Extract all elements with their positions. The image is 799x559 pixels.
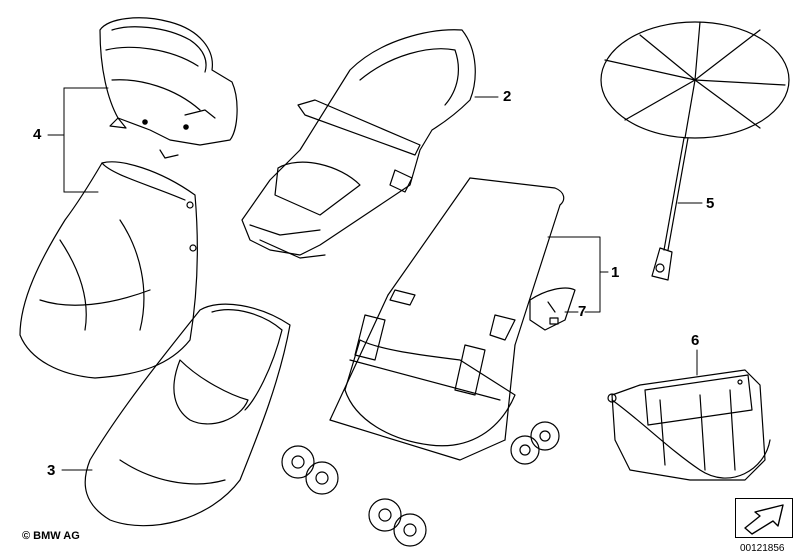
copyright-text: © BMW AG	[22, 530, 80, 542]
callout-5: 5	[706, 195, 715, 212]
parasol-part	[600, 21, 790, 281]
callout-1: 1	[611, 264, 620, 281]
stroller-wheels	[281, 421, 560, 547]
leader-lines	[47, 87, 703, 471]
navigation-button[interactable]	[735, 498, 793, 538]
callout-6: 6	[691, 332, 700, 349]
canopy-hood-part	[99, 17, 238, 159]
footmuff-cover-part	[19, 161, 199, 379]
stroller-frame-part	[329, 177, 565, 461]
diagram-id: 00121856	[740, 543, 785, 554]
seat-unit-part	[241, 29, 476, 259]
callout-2: 2	[503, 88, 512, 105]
arrow-down-left-icon	[744, 504, 784, 535]
bag-part	[607, 369, 771, 481]
callout-4: 4	[33, 126, 42, 143]
callout-3: 3	[47, 462, 56, 479]
callout-7: 7	[578, 303, 587, 320]
clip-part	[529, 287, 576, 331]
footmuff-part	[84, 303, 291, 527]
